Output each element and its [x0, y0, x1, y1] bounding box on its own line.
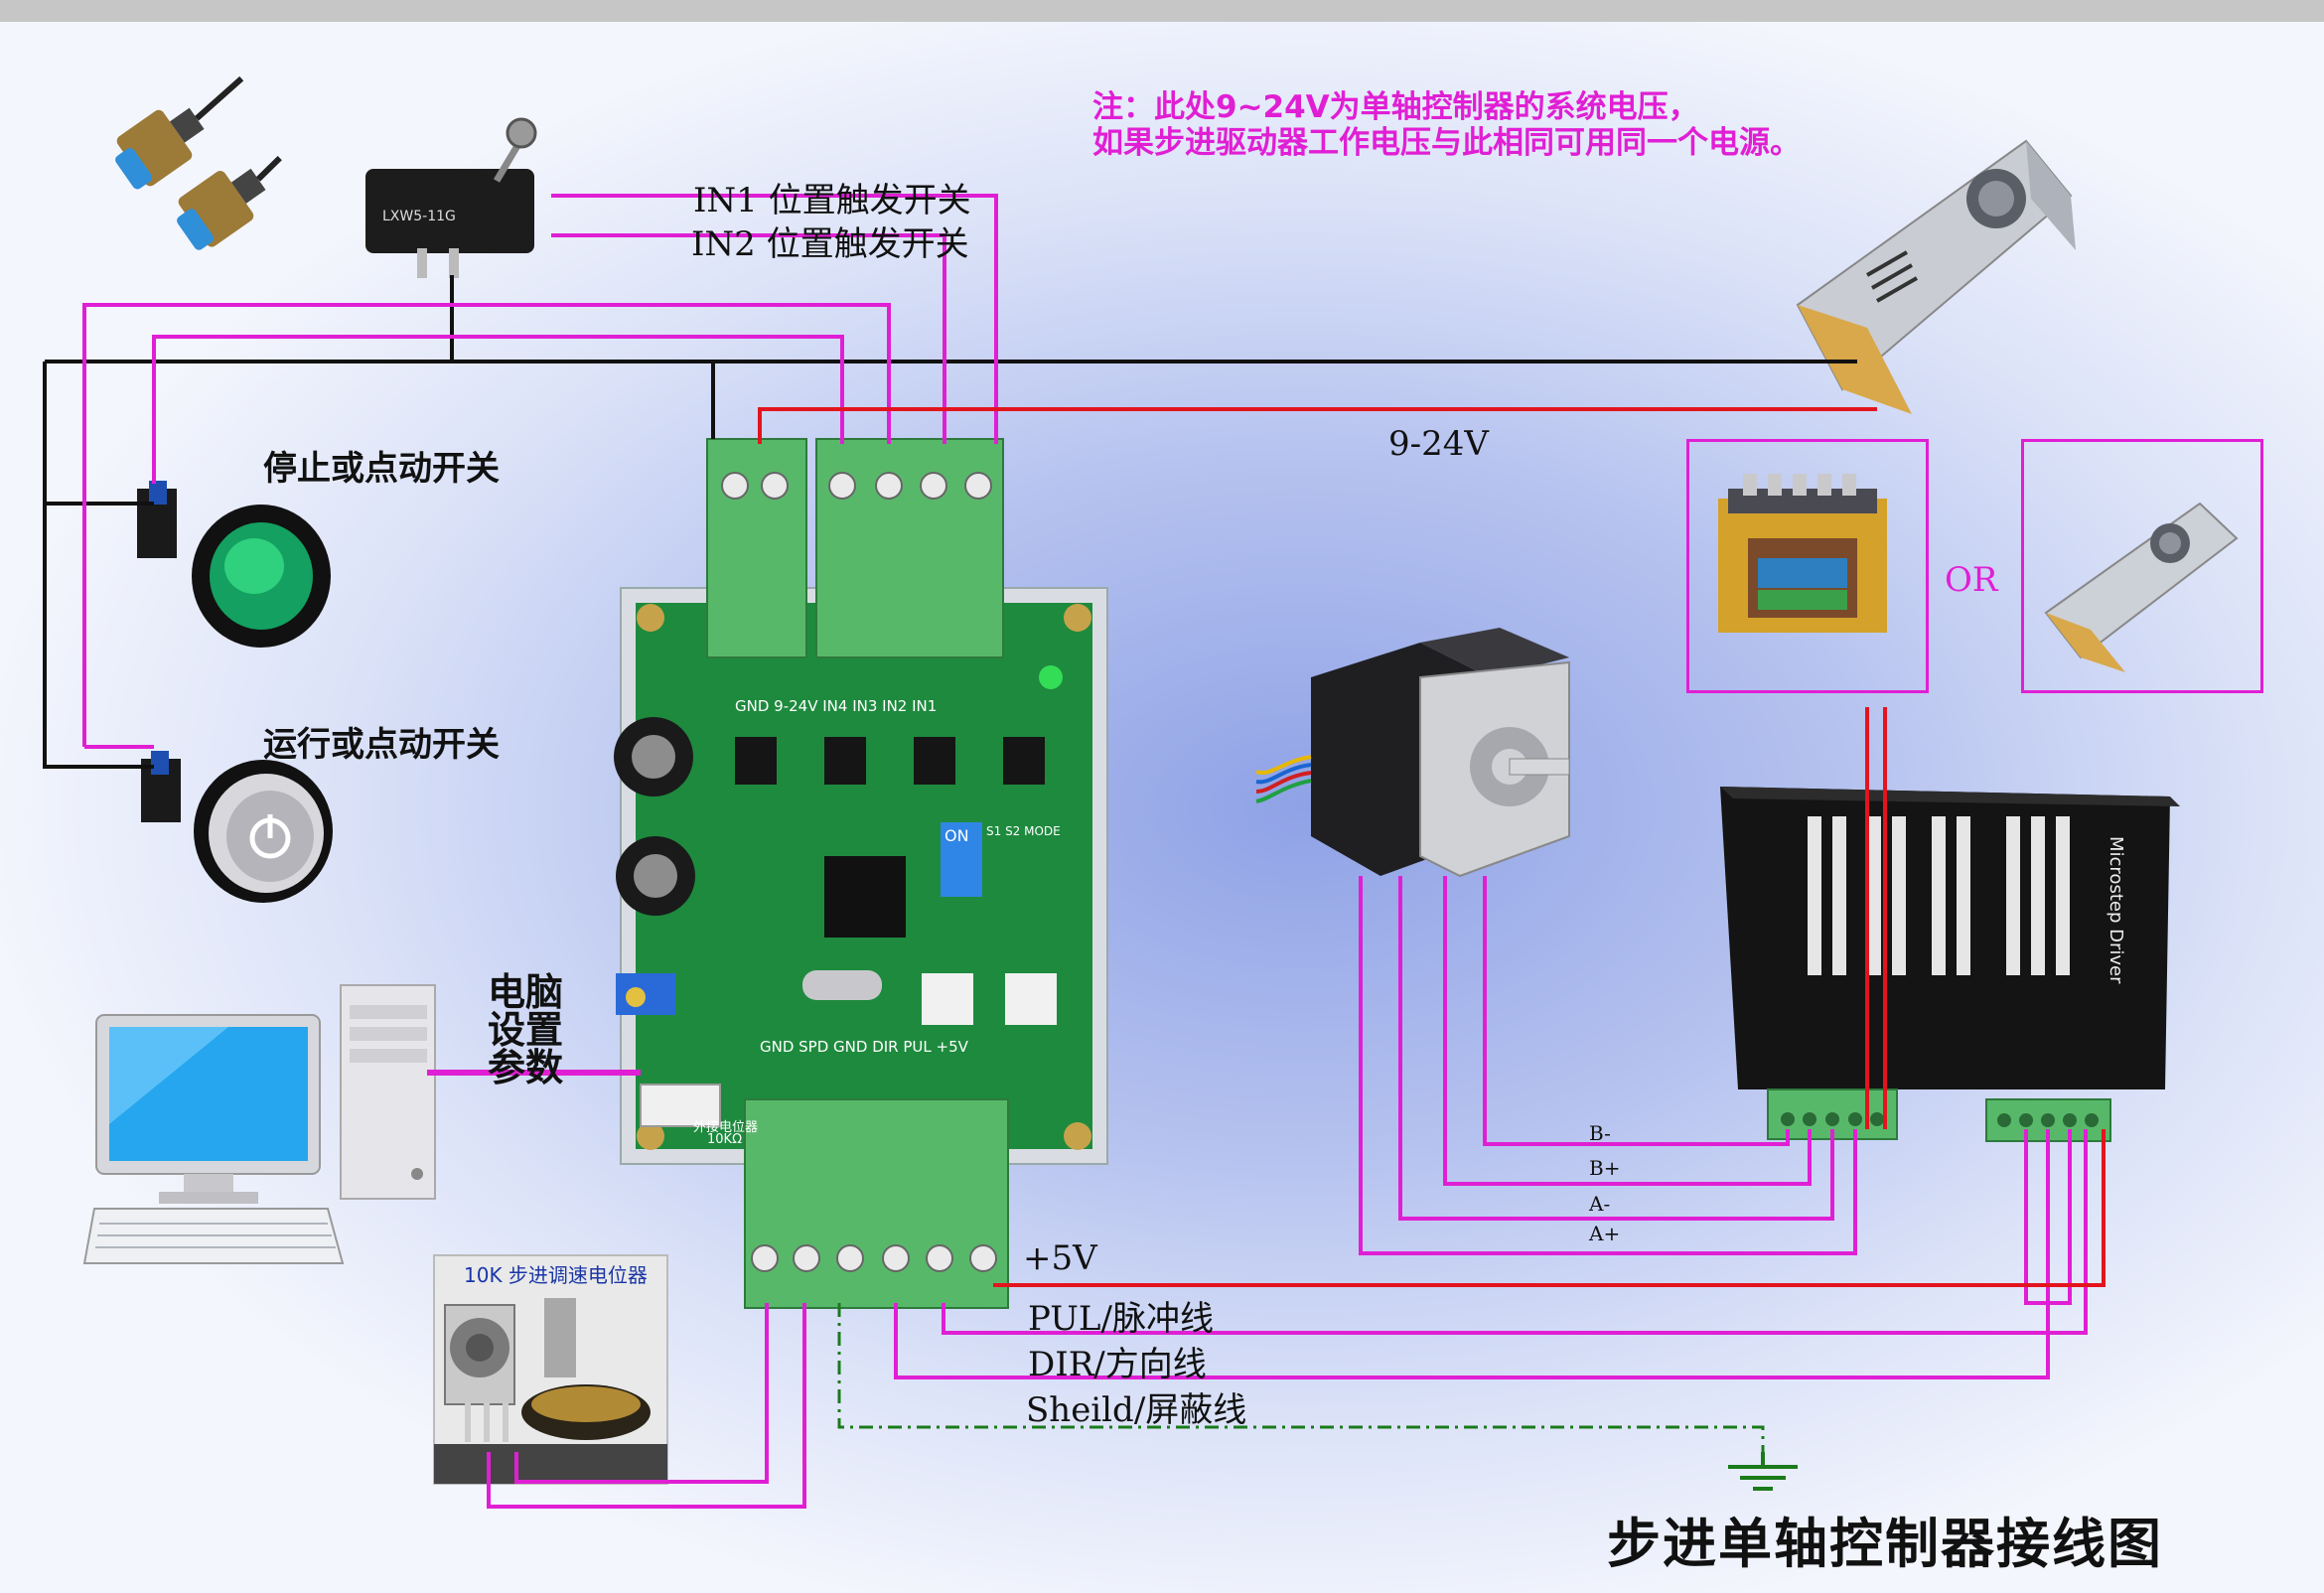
potentiometer-icon: [433, 1254, 668, 1485]
stop-button-icon: [137, 481, 331, 648]
in2-label: IN2 位置触发开关: [691, 224, 969, 264]
page-title: 步进单轴控制器接线图: [1607, 1512, 2163, 1575]
diagram-canvas: LXW5-11G: [0, 22, 2324, 1593]
stop-switch-label: 停止或点动开关: [263, 449, 500, 489]
power-supply-icon: [1796, 139, 2076, 414]
board-top-pins: GND 9-24V IN4 IN3 IN2 IN1: [735, 697, 938, 715]
transformer-icon: [1718, 474, 1887, 633]
power-supply-frame: [2021, 439, 2263, 693]
pul-label: PUL/脉冲线: [1028, 1299, 1214, 1339]
limit-switch-icon: LXW5-11G: [365, 117, 537, 278]
note-line-1: 注：此处9~24V为单轴控制器的系统电压，: [1092, 89, 1699, 125]
potentiometer-label: 10K 步进调速电位器: [464, 1263, 648, 1287]
power-supply-small-icon: [2044, 502, 2239, 672]
board-pot-value: 10KΩ: [707, 1132, 743, 1147]
computer-icon: [82, 984, 436, 1264]
a-minus-label: A-: [1589, 1192, 1611, 1216]
run-switch-label: 运行或点动开关: [263, 725, 500, 765]
or-label: OR: [1945, 560, 1998, 600]
b-minus-label: B-: [1589, 1121, 1611, 1145]
proximity-sensor-icon: [115, 75, 282, 250]
pc-setup-label: 电脑设置参数: [487, 970, 563, 1089]
dir-label: DIR/方向线: [1028, 1345, 1207, 1384]
b-plus-label: B+: [1589, 1156, 1621, 1180]
plus5v-label: +5V: [1023, 1238, 1097, 1278]
limit-switch-model: LXW5-11G: [382, 209, 456, 224]
ground-icon: [1728, 1452, 1798, 1491]
voltage-label: 9-24V: [1388, 424, 1489, 464]
board-mode-header: S1 S2 MODE: [986, 824, 1061, 838]
in1-label: IN1 位置触发开关: [693, 181, 971, 220]
stepper-driver-icon: Microstep Driver: [1720, 787, 2180, 1142]
board-pot-label: 外接电位器: [693, 1120, 759, 1135]
dip-label: ON: [944, 826, 969, 845]
note-line-2: 如果步进驱动器工作电压与此相同可用同一个电源。: [1092, 125, 1801, 161]
transformer-frame: [1686, 439, 1929, 693]
shield-label: Sheild/屏蔽线: [1026, 1390, 1247, 1430]
a-plus-label: A+: [1589, 1222, 1621, 1245]
run-button-icon: [141, 751, 333, 903]
controller-board: ON: [614, 438, 1108, 1309]
note-text: 注：此处9~24V为单轴控制器的系统电压， 如果步进驱动器工作电压与此相同可用同…: [1092, 89, 1986, 161]
stepper-motor-icon: [1255, 628, 1570, 878]
board-bottom-pins: GND SPD GND DIR PUL +5V: [760, 1038, 968, 1056]
driver-label: Microstep Driver: [2106, 836, 2126, 984]
